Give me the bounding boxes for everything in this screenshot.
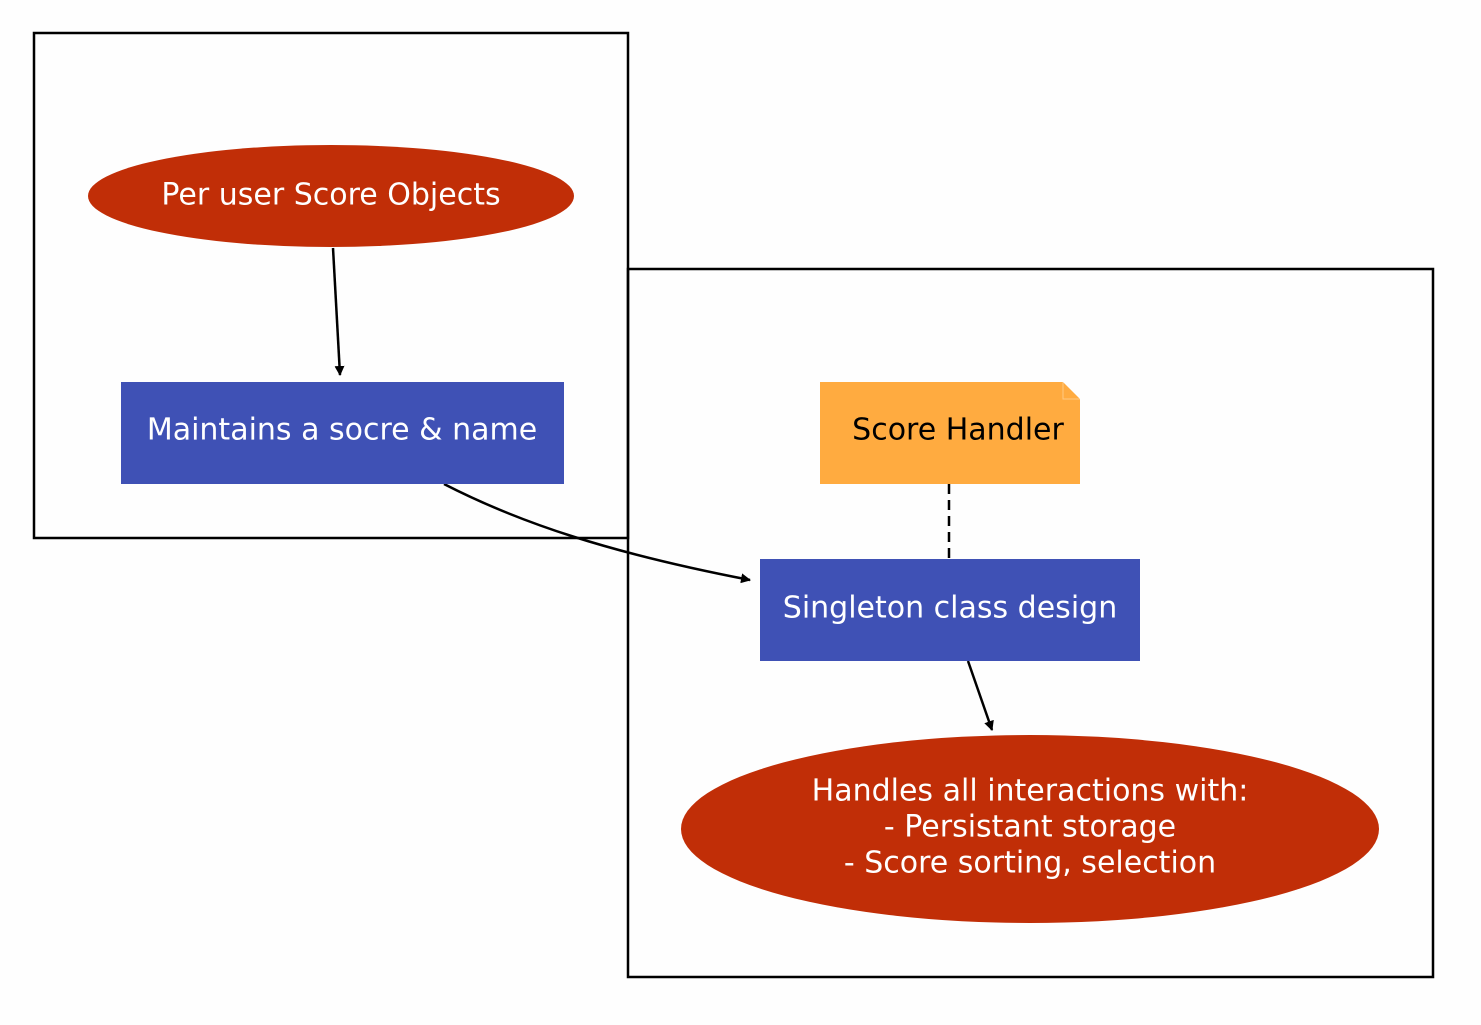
- node-score-handler: Score Handler: [820, 382, 1080, 484]
- handles-interactions-ellipse: [681, 735, 1379, 923]
- right-cluster-box: [626, 267, 1435, 979]
- node-singleton-class-design: Singleton class design: [760, 559, 1140, 661]
- per-user-score-objects-label: Per user Score Objects: [161, 178, 500, 213]
- edge-score-objects-to-maintains: [331, 247, 345, 376]
- score-handler-note-fold: [1062, 382, 1080, 400]
- per-user-score-objects-ellipse: [88, 145, 574, 247]
- node-maintains-score-name: Maintains a socre & name: [121, 382, 564, 484]
- edge-singleton-to-handles: [966, 660, 994, 731]
- score-handler-note-shape: [820, 382, 1080, 484]
- node-per-user-score-objects: Per user Score Objects: [88, 145, 574, 247]
- handles-interactions-line-3: - Score sorting, selection: [844, 846, 1216, 881]
- singleton-class-design-label: Singleton class design: [783, 591, 1117, 626]
- handles-interactions-line-1: Handles all interactions with:: [812, 774, 1249, 809]
- maintains-score-name-box: [121, 382, 564, 484]
- node-handles-interactions: Handles all interactions with: - Persist…: [681, 735, 1379, 923]
- score-handler-label: Score Handler: [852, 413, 1064, 448]
- maintains-score-name-label: Maintains a socre & name: [147, 413, 537, 448]
- edge-maintains-to-singleton: [443, 482, 751, 584]
- singleton-class-design-box: [760, 559, 1140, 661]
- handles-interactions-line-2: - Persistant storage: [884, 810, 1176, 845]
